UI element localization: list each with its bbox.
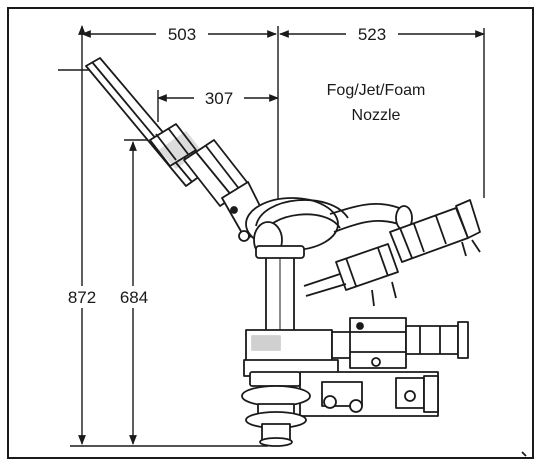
right-nozzle bbox=[303, 199, 481, 307]
monitor-illustration bbox=[85, 57, 527, 457]
left-barrel bbox=[85, 57, 269, 242]
diagram-frame bbox=[7, 7, 534, 459]
label-bg-872 bbox=[62, 286, 102, 308]
dim-label-307: 307 bbox=[205, 89, 233, 108]
label-bg-684 bbox=[113, 286, 155, 308]
riser-pipe bbox=[255, 245, 305, 335]
dim-label-523: 523 bbox=[358, 25, 386, 44]
label-bg-503 bbox=[156, 24, 208, 44]
dim-label-872: 872 bbox=[68, 288, 96, 307]
corner-mark bbox=[521, 451, 527, 457]
label-bg-307 bbox=[194, 88, 244, 108]
base-assembly bbox=[241, 317, 469, 447]
dim-label-503: 503 bbox=[168, 25, 196, 44]
dim-label-684: 684 bbox=[120, 288, 148, 307]
label-bg-523 bbox=[346, 24, 398, 44]
nozzle-label-line2: Nozzle bbox=[352, 107, 401, 124]
nozzle-label-line1: Fog/Jet/Foam bbox=[327, 82, 426, 99]
